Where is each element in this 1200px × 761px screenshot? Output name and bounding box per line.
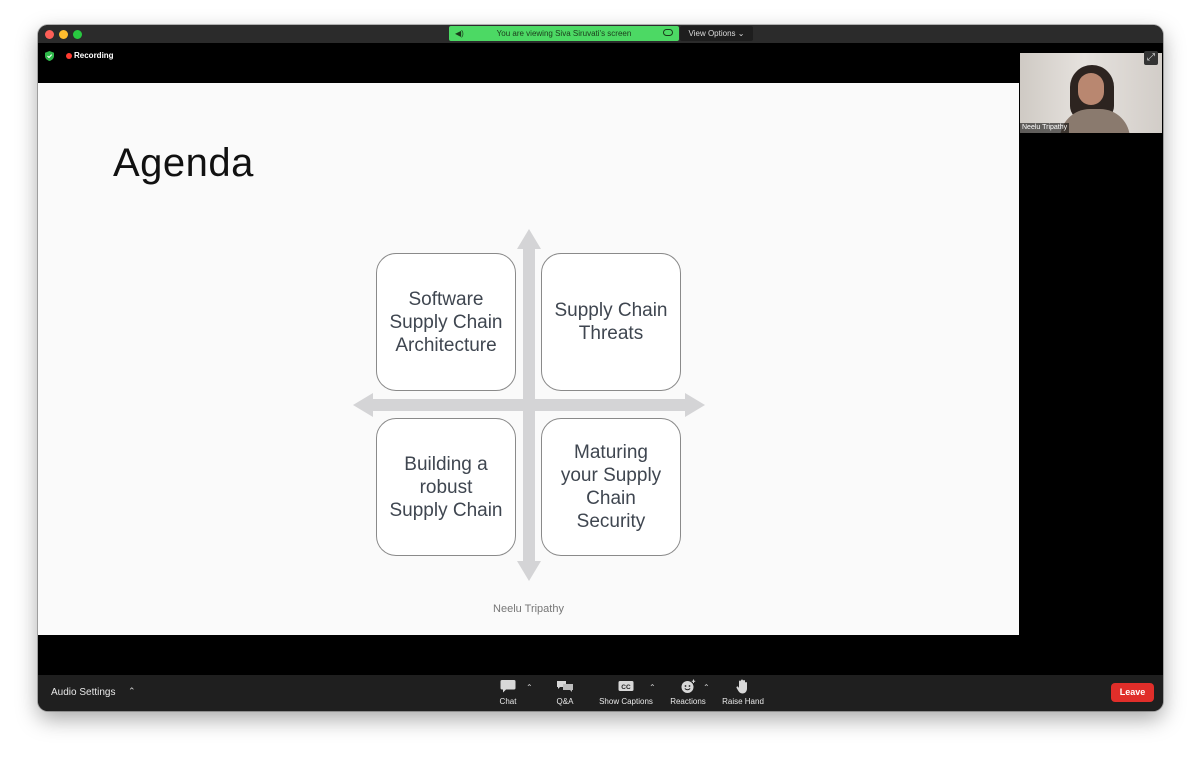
cloud-icon [663, 29, 673, 36]
expand-video-icon[interactable]: ⤢ [1144, 51, 1158, 65]
agenda-item-threats: Supply Chain Threats [541, 253, 681, 391]
zoom-window: ◀) You are viewing Siva Siruvati's scree… [38, 25, 1163, 711]
encryption-shield-icon[interactable] [45, 51, 54, 61]
participant-name: Neelu Tripathy [1020, 123, 1070, 133]
participant-video-tile[interactable]: Neelu Tripathy [1020, 53, 1162, 133]
minimize-window-button[interactable] [59, 30, 68, 39]
quadrant-cross-arrows [353, 229, 705, 581]
fullscreen-window-button[interactable] [73, 30, 82, 39]
chat-caret-icon[interactable]: ⌃ [526, 683, 533, 692]
agenda-item-architecture: Software Supply Chain Architecture [376, 253, 516, 391]
recording-dot-icon [66, 53, 72, 59]
chat-label: Chat [499, 697, 517, 706]
slide-title: Agenda [113, 141, 254, 185]
svg-text:CC: CC [621, 684, 631, 691]
hand-icon [736, 679, 747, 694]
chat-icon [500, 680, 516, 693]
shared-screen-slide: Agenda Software Supply Chain Architectur… [38, 83, 1019, 635]
captions-caret-icon[interactable]: ⌃ [649, 683, 656, 692]
cc-icon: CC [618, 681, 634, 691]
view-options-label: View Options [688, 29, 736, 38]
qa-label: Q&A [556, 697, 574, 706]
show-captions-button[interactable]: CC Show Captions [596, 679, 656, 706]
screen-share-banner: ◀) You are viewing Siva Siruvati's scree… [449, 26, 679, 41]
title-bar: ◀) You are viewing Siva Siruvati's scree… [38, 25, 1163, 43]
chat-button[interactable]: Chat [498, 679, 518, 706]
reactions-label: Reactions [670, 697, 706, 706]
view-options-button[interactable]: View Options ⌄ [680, 26, 753, 41]
reactions-caret-icon[interactable]: ⌃ [703, 683, 710, 692]
meeting-toolbar: Audio Settings ⌃ Chat ⌃ Q&A CC Show Capt… [38, 675, 1163, 711]
speaker-icon: ◀) [455, 29, 464, 38]
recording-label[interactable]: Recording [74, 51, 114, 60]
raise-hand-button[interactable]: Raise Hand [720, 679, 766, 706]
agenda-item-building: Building a robust Supply Chain [376, 418, 516, 556]
agenda-item-maturing: Maturing your Supply Chain Security [541, 418, 681, 556]
slide-footer-presenter: Neelu Tripathy [493, 603, 564, 615]
reactions-icon [681, 679, 696, 693]
reactions-button[interactable]: Reactions [666, 679, 710, 706]
qa-button[interactable]: Q&A [553, 679, 577, 706]
raise-hand-label: Raise Hand [722, 697, 764, 706]
close-window-button[interactable] [45, 30, 54, 39]
audio-settings-caret-icon[interactable]: ⌃ [128, 686, 136, 696]
show-captions-label: Show Captions [599, 697, 653, 706]
screen-share-banner-text: You are viewing Siva Siruvati's screen [496, 29, 632, 38]
chevron-down-icon: ⌄ [737, 29, 745, 38]
participant-avatar [1078, 73, 1104, 105]
qa-icon [557, 681, 573, 692]
leave-button[interactable]: Leave [1111, 683, 1154, 702]
audio-settings-button[interactable]: Audio Settings [51, 687, 116, 698]
